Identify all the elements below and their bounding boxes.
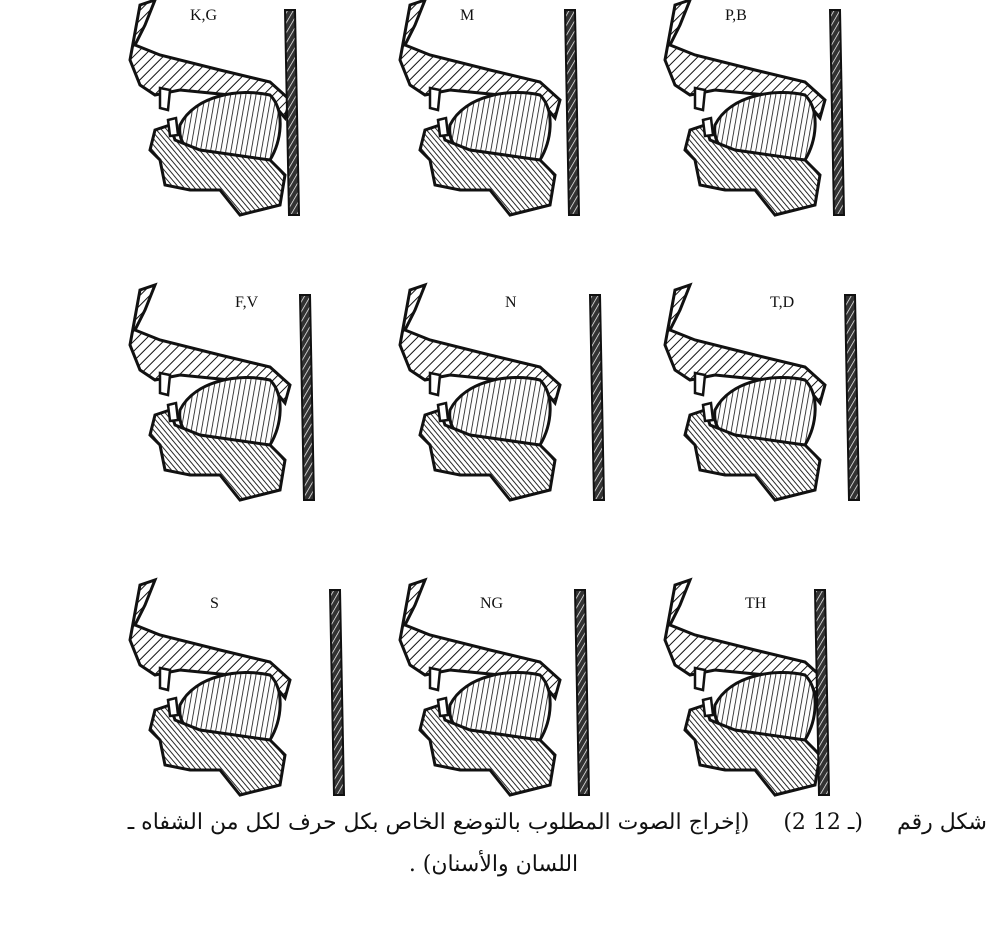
pharynx-wall-shape [575, 590, 589, 795]
speech-articulation-diagram: K,G M P,B F,V N T,D S NG TH [0, 0, 987, 800]
lower-tooth-shape [438, 403, 448, 421]
articulation-label: S [210, 595, 219, 612]
articulation-label: TH [745, 595, 767, 612]
upper-tooth-shape [160, 668, 170, 690]
lower-tooth-shape [703, 698, 713, 716]
pharynx-wall-shape [845, 295, 859, 500]
articulation-panel: T,D [665, 285, 859, 500]
lower-tooth-shape [168, 403, 178, 421]
articulation-panel: K,G [130, 0, 299, 215]
upper-tooth-shape [430, 88, 440, 110]
figure-number: (2 ـ 12) [783, 810, 863, 835]
pharynx-wall-shape [830, 10, 844, 215]
upper-tooth-shape [160, 373, 170, 395]
upper-tooth-shape [160, 88, 170, 110]
articulation-label: M [460, 7, 474, 24]
articulation-label: N [505, 294, 517, 311]
pharynx-wall-shape [300, 295, 314, 500]
upper-tooth-shape [695, 88, 705, 110]
upper-tooth-shape [430, 668, 440, 690]
lower-tooth-shape [438, 118, 448, 136]
upper-tooth-shape [695, 373, 705, 395]
upper-tooth-shape [430, 373, 440, 395]
figure-caption-prefix: شكل رقم [897, 810, 987, 835]
pharynx-wall-shape [330, 590, 344, 795]
lower-tooth-shape [438, 698, 448, 716]
upper-tooth-shape [695, 668, 705, 690]
articulation-label: F,V [235, 294, 259, 311]
articulation-panel: S [130, 580, 344, 795]
figure-caption-text: (إخراج الصوت المطلوب بالتوضع الخاص بكل ح… [128, 810, 750, 835]
articulation-panel: P,B [665, 0, 844, 215]
figure-caption-line-2: اللسان والأسنان) . [0, 852, 987, 877]
lower-tooth-shape [703, 118, 713, 136]
articulation-panel: F,V [130, 285, 314, 500]
articulation-label: P,B [725, 7, 747, 24]
articulation-label: K,G [190, 7, 218, 24]
pharynx-wall-shape [590, 295, 604, 500]
articulation-panel: M [400, 0, 579, 215]
articulation-label: NG [480, 595, 504, 612]
articulation-label: T,D [770, 294, 794, 311]
articulation-panel: NG [400, 580, 589, 795]
articulation-panel: N [400, 285, 604, 500]
pharynx-wall-shape [565, 10, 579, 215]
lower-tooth-shape [168, 118, 178, 136]
articulation-panel: TH [665, 580, 829, 795]
lower-tooth-shape [703, 403, 713, 421]
pharynx-wall-shape [285, 10, 299, 215]
lower-tooth-shape [168, 698, 178, 716]
figure-caption-line-1: شكل رقم (2 ـ 12) (إخراج الصوت المطلوب بالت… [0, 810, 987, 835]
